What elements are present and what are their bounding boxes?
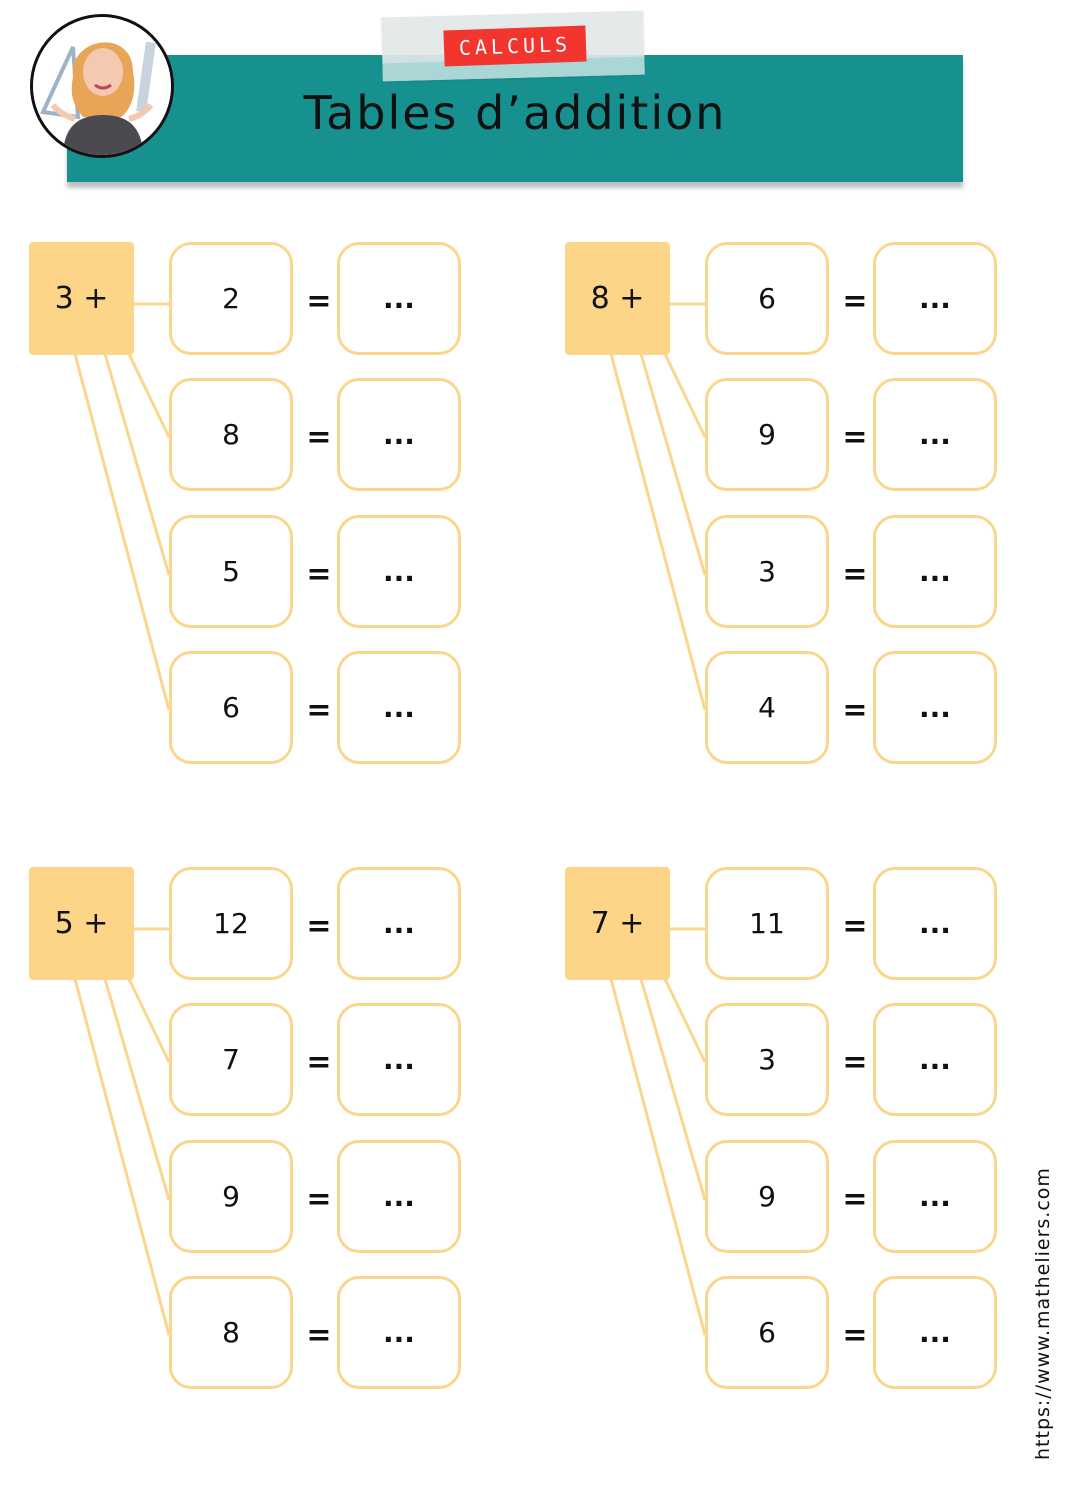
number-box: 7 (169, 1003, 293, 1116)
equals-sign: = (306, 1182, 332, 1217)
number-box: 4 (705, 651, 829, 764)
operand-box: 7 + (565, 867, 670, 980)
number-box: 9 (705, 1140, 829, 1253)
equals-sign: = (842, 1045, 868, 1080)
answer-box[interactable]: ... (337, 867, 461, 980)
addition-table-block: 8 + 6 = ... 9 = ... 3 = ... 4 = ... (565, 242, 1045, 772)
number-box: 9 (705, 378, 829, 491)
answer-box[interactable]: ... (337, 515, 461, 628)
connector-lines (609, 927, 707, 1336)
number-box: 9 (169, 1140, 293, 1253)
addition-table-block: 5 + 12 = ... 7 = ... 9 = ... 8 = ... (29, 867, 509, 1397)
answer-box[interactable]: ... (873, 515, 997, 628)
answer-box[interactable]: ... (337, 378, 461, 491)
number-box: 6 (705, 242, 829, 355)
answer-box[interactable]: ... (873, 242, 997, 355)
equals-sign: = (842, 557, 868, 592)
addition-table-block: 3 + 2 = ... 8 = ... 5 = ... 6 = ... (29, 242, 509, 772)
website-link[interactable]: https://www.matheliers.com (1032, 1167, 1054, 1460)
number-box: 8 (169, 1276, 293, 1389)
equals-sign: = (842, 420, 868, 455)
answer-box[interactable]: ... (337, 651, 461, 764)
equals-sign: = (842, 1318, 868, 1353)
connector-lines (73, 302, 171, 711)
operand-box: 3 + (29, 242, 134, 355)
equals-sign: = (306, 693, 332, 728)
number-box: 6 (705, 1276, 829, 1389)
equals-sign: = (306, 284, 332, 319)
answer-box[interactable]: ... (873, 867, 997, 980)
teacher-avatar-icon (30, 14, 174, 158)
answer-box[interactable]: ... (337, 1276, 461, 1389)
category-tag: CALCULS (443, 25, 587, 67)
number-box: 3 (705, 515, 829, 628)
addition-table-block: 7 + 11 = ... 3 = ... 9 = ... 6 = ... (565, 867, 1045, 1397)
equals-sign: = (842, 284, 868, 319)
equals-sign: = (306, 909, 332, 944)
number-box: 12 (169, 867, 293, 980)
answer-box[interactable]: ... (337, 242, 461, 355)
number-box: 3 (705, 1003, 829, 1116)
equals-sign: = (842, 693, 868, 728)
operand-box: 5 + (29, 867, 134, 980)
answer-box[interactable]: ... (873, 1003, 997, 1116)
equals-sign: = (842, 909, 868, 944)
answer-box[interactable]: ... (873, 651, 997, 764)
number-box: 2 (169, 242, 293, 355)
equals-sign: = (306, 1318, 332, 1353)
page-title: Tables d’addition (303, 86, 727, 140)
equals-sign: = (306, 557, 332, 592)
answer-box[interactable]: ... (873, 1276, 997, 1389)
connector-lines (609, 302, 707, 711)
number-box: 6 (169, 651, 293, 764)
answer-box[interactable]: ... (337, 1003, 461, 1116)
answer-box[interactable]: ... (873, 1140, 997, 1253)
equals-sign: = (842, 1182, 868, 1217)
equals-sign: = (306, 1045, 332, 1080)
number-box: 11 (705, 867, 829, 980)
connector-lines (73, 927, 171, 1336)
operand-box: 8 + (565, 242, 670, 355)
answer-box[interactable]: ... (337, 1140, 461, 1253)
answer-box[interactable]: ... (873, 378, 997, 491)
number-box: 8 (169, 378, 293, 491)
equals-sign: = (306, 420, 332, 455)
number-box: 5 (169, 515, 293, 628)
